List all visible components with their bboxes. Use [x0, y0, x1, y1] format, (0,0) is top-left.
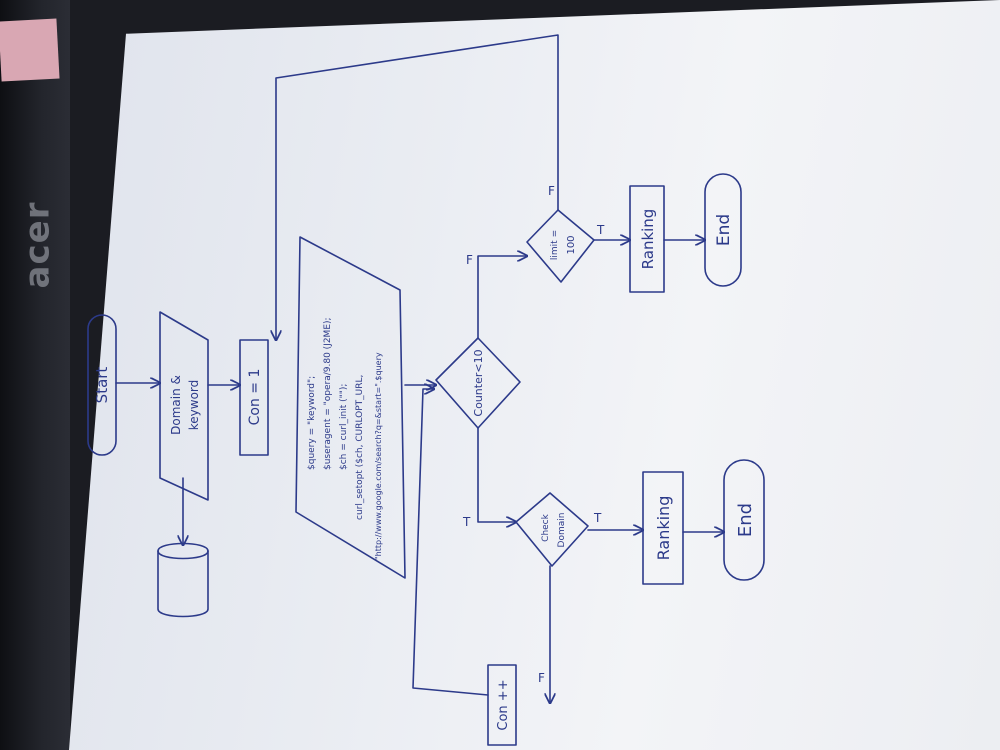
laptop-edge: acer [0, 0, 70, 750]
limit-label-line2: 100 [566, 235, 577, 254]
limit-label-line1: limit = [550, 230, 560, 260]
counter-label: Counter<10 [472, 349, 485, 416]
loop-back-line [276, 34, 559, 340]
init-con-box: Con = 1 [239, 339, 269, 456]
database-symbol [157, 542, 209, 618]
end-label-check: End [735, 503, 756, 537]
counter-decision: Counter<10 [435, 337, 521, 429]
input-label-line2: keyword [187, 380, 201, 431]
code-line-2: $useragent = "opera/9.80 (J2ME); [323, 317, 333, 470]
start-label: Start [93, 367, 111, 404]
increment-box: Con ++ [487, 664, 517, 746]
check-label-line1: Check [541, 513, 551, 541]
paper-sheet [69, 0, 1000, 750]
code-line-4: curl_setopt ($ch, CURLOPT_URL, [355, 375, 365, 520]
ranking-label-limit: Ranking [639, 209, 657, 270]
check-false-label: F [538, 671, 545, 685]
check-domain-decision: Check Domain [515, 492, 589, 567]
limit-decision: limit = 100 [526, 209, 595, 283]
code-line-5: "http://www.google.com/search?q=&start="… [374, 352, 383, 560]
end-terminator-limit: End [704, 173, 742, 287]
arrow-counter-check [477, 427, 516, 522]
ranking-box-check: Ranking [642, 471, 684, 585]
counter-true-label: T [462, 515, 471, 529]
counter-false-label: F [466, 253, 473, 267]
init-label: Con = 1 [247, 369, 263, 426]
limit-false-label: F [548, 184, 555, 198]
end-label-limit: End [714, 214, 734, 246]
end-terminator-check: End [723, 459, 765, 581]
increment-label: Con ++ [496, 679, 511, 730]
arrow-increment-loop [412, 389, 489, 696]
start-terminator: Start [87, 314, 117, 456]
code-block: $query = "keyword"; $useragent = "opera/… [295, 236, 406, 579]
input-label-line1: Domain & [169, 375, 183, 435]
input-domain-keyword: Domain & keyword [159, 311, 209, 501]
code-line-1: $query = "keyword"; [307, 376, 317, 470]
limit-true-label: T [596, 223, 605, 237]
check-label-line2: Domain [557, 513, 567, 548]
ranking-label-check: Ranking [654, 496, 673, 561]
arrow-counter-limit [477, 256, 527, 339]
code-line-3: $ch = curl_init (""); [339, 384, 349, 470]
check-true-label: T [593, 511, 602, 525]
ranking-box-limit: Ranking [629, 185, 665, 293]
